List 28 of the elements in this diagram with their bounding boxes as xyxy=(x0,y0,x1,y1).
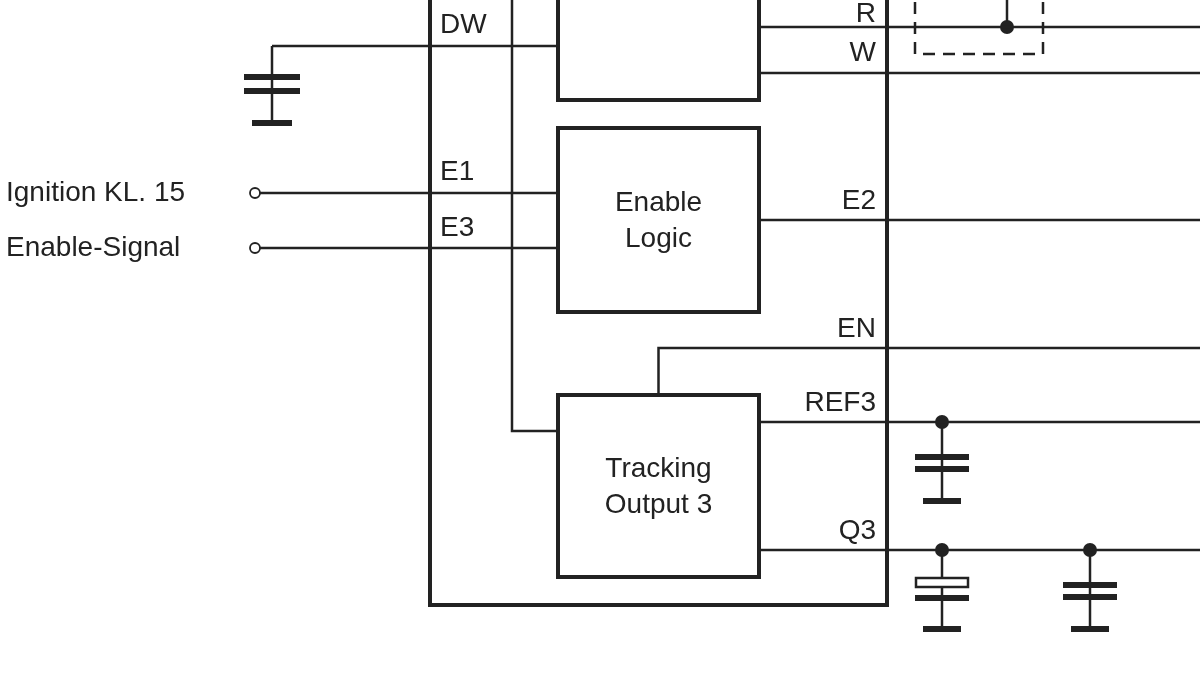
pin-label: E1 xyxy=(440,155,475,188)
signal-line xyxy=(270,44,556,48)
signal-line xyxy=(761,71,1200,75)
function-block xyxy=(556,0,761,102)
capacitor-symbol xyxy=(243,46,301,126)
block-label: Tracking Output 3 xyxy=(603,450,714,521)
input-label: Ignition KL. 15 xyxy=(6,176,186,209)
signal-line xyxy=(761,548,1200,552)
chip-outline xyxy=(428,0,889,607)
pin-label: DW xyxy=(440,8,487,41)
pin-label: W xyxy=(849,36,876,69)
pin-label: EN xyxy=(837,312,876,345)
pin-label: REF3 xyxy=(804,386,876,419)
signal-line xyxy=(761,420,1200,424)
pin-label: E3 xyxy=(440,211,475,244)
signal-line xyxy=(249,187,556,199)
signal-line xyxy=(510,0,556,433)
signal-line xyxy=(657,346,1200,393)
signal-line xyxy=(249,242,556,254)
pin-label: R xyxy=(855,0,876,30)
pin-label: Q3 xyxy=(838,514,876,547)
signal-line xyxy=(761,218,1200,222)
function-block xyxy=(556,393,761,579)
signal-line xyxy=(761,25,1200,29)
input-label: Enable-Signal xyxy=(6,231,181,264)
function-block xyxy=(556,126,761,314)
pin-label: E2 xyxy=(841,184,876,217)
block-label: Enable Logic xyxy=(613,184,704,255)
